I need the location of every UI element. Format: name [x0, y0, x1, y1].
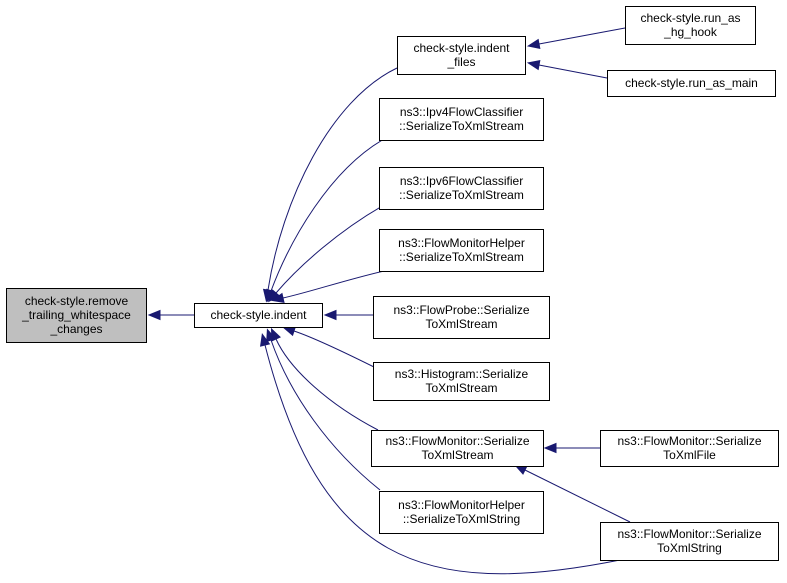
- node-label-line: ns3::FlowMonitorHelper: [398, 236, 525, 250]
- edge-indent-to-remove_trailing: [147, 309, 194, 321]
- edge-histogram-to-indent: [282, 326, 381, 371]
- node-remove-trailing[interactable]: check-style.remove_trailing_whitespace_c…: [6, 288, 147, 343]
- node-box: [379, 98, 544, 141]
- edge-fm_string-to-fm_stream: [513, 464, 631, 523]
- node-label-line: _changes: [49, 322, 102, 336]
- arrowhead: [259, 333, 271, 347]
- node-box: [600, 430, 779, 467]
- edge-flowprobe-to-indent: [323, 309, 373, 321]
- edge-ipv4-to-indent: [266, 138, 385, 303]
- arrowhead: [526, 59, 541, 71]
- edge-fmhelper_string-to-indent: [266, 328, 381, 491]
- node-label-line: _files: [446, 55, 475, 69]
- edge-fm_string-to-indent: [259, 333, 621, 575]
- node-box: [625, 6, 756, 45]
- node-box: [6, 288, 147, 343]
- edge-fm_stream-to-indent: [270, 327, 379, 431]
- node-ipv6[interactable]: ns3::Ipv6FlowClassifier::SerializeToXmlS…: [379, 167, 544, 210]
- node-label-line: _trailing_whitespace: [21, 308, 131, 322]
- edge-run_as_hg_hook-to-indent_files: [526, 27, 626, 50]
- node-label-line: ns3::Histogram::Serialize: [395, 367, 529, 381]
- node-histogram[interactable]: ns3::Histogram::SerializeToXmlStream: [373, 362, 550, 401]
- node-label-line: check-style.indent: [210, 308, 307, 322]
- node-box: [600, 522, 779, 561]
- edge-fmhelper_stream-to-indent: [271, 270, 385, 304]
- node-label-line: ns3::FlowMonitorHelper: [398, 498, 525, 512]
- node-box: [607, 70, 776, 97]
- arrowhead: [271, 292, 285, 304]
- node-fm-stream[interactable]: ns3::FlowMonitor::SerializeToXmlStream: [371, 430, 544, 467]
- node-flowprobe[interactable]: ns3::FlowProbe::SerializeToXmlStream: [373, 296, 550, 339]
- arrowhead: [266, 328, 277, 343]
- node-fmhelper-stream[interactable]: ns3::FlowMonitorHelper::SerializeToXmlSt…: [379, 229, 544, 272]
- arrowhead: [147, 309, 161, 321]
- node-label-line: check-style.indent: [413, 41, 510, 55]
- edge-fm_file-to-fm_stream: [543, 442, 600, 454]
- node-label-line: check-style.run_as: [640, 11, 740, 25]
- node-label-line: ::SerializeToXmlString: [403, 512, 520, 526]
- node-label-line: ToXmlString: [657, 541, 722, 555]
- node-label-line: ns3::FlowProbe::Serialize: [393, 303, 529, 317]
- edges-layer: [147, 27, 631, 575]
- edge-indent_files-to-indent: [262, 67, 398, 303]
- node-label-line: _hg_hook: [663, 25, 718, 39]
- node-box: [371, 430, 544, 467]
- node-label-line: ToXmlFile: [663, 448, 716, 462]
- nodes-layer: check-style.remove_trailing_whitespace_c…: [6, 6, 779, 561]
- node-label-line: ToXmlStream: [425, 381, 497, 395]
- node-label-line: ns3::FlowMonitor::Serialize: [617, 527, 761, 541]
- arrowhead: [323, 309, 337, 321]
- node-ipv4[interactable]: ns3::Ipv4FlowClassifier::SerializeToXmlS…: [379, 98, 544, 141]
- node-box: [194, 303, 323, 328]
- arrowhead: [543, 442, 557, 454]
- node-label-line: check-style.remove: [25, 294, 129, 308]
- node-box: [373, 362, 550, 401]
- edge-ipv6-to-indent: [267, 204, 385, 303]
- node-run-as-hg-hook[interactable]: check-style.run_as_hg_hook: [625, 6, 756, 45]
- node-fmhelper-string[interactable]: ns3::FlowMonitorHelper::SerializeToXmlSt…: [379, 491, 544, 534]
- node-label-line: ns3::Ipv4FlowClassifier: [400, 105, 523, 119]
- node-label-line: ns3::FlowMonitor::Serialize: [617, 434, 761, 448]
- node-box: [397, 36, 526, 75]
- node-run-as-main[interactable]: check-style.run_as_main: [607, 70, 776, 97]
- node-label-line: ::SerializeToXmlStream: [399, 250, 524, 264]
- node-label-line: ToXmlStream: [425, 317, 497, 331]
- node-fm-string[interactable]: ns3::FlowMonitor::SerializeToXmlString: [600, 522, 779, 561]
- node-label-line: ToXmlStream: [421, 448, 493, 462]
- node-box: [379, 229, 544, 272]
- node-label-line: ::SerializeToXmlStream: [399, 188, 524, 202]
- node-box: [379, 167, 544, 210]
- edge-run_as_main-to-indent_files: [526, 59, 608, 79]
- node-label-line: check-style.run_as_main: [625, 76, 758, 90]
- node-box: [373, 296, 550, 339]
- node-indent-files[interactable]: check-style.indent_files: [397, 36, 526, 75]
- node-box: [379, 491, 544, 534]
- node-label-line: ::SerializeToXmlStream: [399, 119, 524, 133]
- arrowhead: [526, 38, 541, 50]
- node-label-line: ns3::Ipv6FlowClassifier: [400, 174, 523, 188]
- node-indent[interactable]: check-style.indent: [194, 303, 323, 328]
- node-label-line: ns3::FlowMonitor::Serialize: [385, 434, 529, 448]
